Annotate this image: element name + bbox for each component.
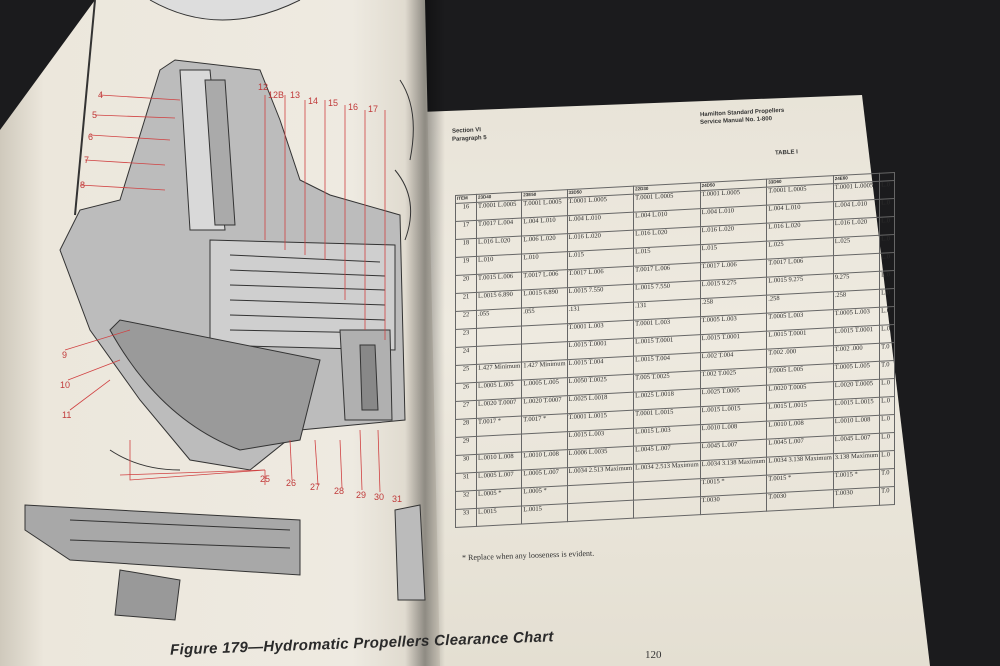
clearance-cell: L.0 <box>879 414 895 434</box>
callout-number: 17 <box>368 104 378 114</box>
item-number-cell: 18 <box>455 238 477 258</box>
callout-number: 13 <box>290 90 300 100</box>
clearance-cell: T.0030 <box>700 493 767 515</box>
item-number-cell: 31 <box>455 472 477 492</box>
item-number-cell: 26 <box>455 382 477 402</box>
item-number-cell: 19 <box>455 256 477 276</box>
clearance-cell: L.0 <box>879 306 895 326</box>
item-number-cell: 21 <box>455 292 477 312</box>
callout-number: 25 <box>260 474 270 484</box>
clearance-cell: T.0 <box>879 342 895 362</box>
item-number-cell: 29 <box>455 436 477 456</box>
item-number-cell: 27 <box>455 400 477 420</box>
item-number-cell: 25 <box>455 364 477 384</box>
callout-number: 5 <box>92 110 97 120</box>
callout-number: 12B <box>268 90 284 100</box>
table-title: TABLE I <box>774 149 799 157</box>
clearance-cell: L.0 <box>879 234 895 254</box>
red-leader-lines <box>64 94 386 493</box>
callout-number: 11 <box>62 410 71 420</box>
item-number-cell: 17 <box>455 220 477 240</box>
clearance-cell: L.0 <box>879 396 895 416</box>
clearance-cell: L.0 <box>879 198 895 218</box>
callout-number: 28 <box>334 486 344 496</box>
item-number-cell: 23 <box>455 328 477 348</box>
item-number-cell: 20 <box>455 274 477 294</box>
callout-number: 26 <box>286 478 296 488</box>
clearance-cell: T.0 <box>879 468 895 488</box>
clearance-cell: L.0 <box>879 216 895 236</box>
clearance-cell: L.0 <box>879 378 895 398</box>
item-number-cell: 33 <box>455 508 477 528</box>
callout-number: 29 <box>356 490 366 500</box>
callout-number: 9 <box>62 350 67 360</box>
callout-number: 31 <box>392 494 402 504</box>
callout-number: 15 <box>328 98 338 108</box>
clearance-cell <box>567 500 634 522</box>
clearance-cell: L.0015 <box>476 506 522 527</box>
callout-number: 27 <box>310 482 320 492</box>
clearance-cell: L.0 <box>879 432 895 452</box>
item-number-cell: 24 <box>455 346 477 366</box>
callout-number: 30 <box>374 492 384 502</box>
callout-number: 10 <box>60 380 70 390</box>
item-number-cell: 28 <box>455 418 477 438</box>
clearance-cell: T.0030 <box>766 489 834 512</box>
clearance-cell: L.0 <box>879 288 895 308</box>
callout-number: 14 <box>308 96 318 106</box>
clearance-cell: L.0 <box>879 324 895 344</box>
drawing-outline <box>24 0 426 621</box>
item-number-cell: 22 <box>455 310 477 330</box>
clearance-cell: L.0 <box>879 450 895 470</box>
callout-number: 7 <box>84 155 89 165</box>
clearance-cell: L.0015 <box>521 503 568 525</box>
item-number-cell: 30 <box>455 454 477 474</box>
clearance-cell: L.0 <box>879 270 895 290</box>
clearance-cell <box>633 496 701 519</box>
item-number-cell: 16 <box>455 202 477 222</box>
clearance-cell: L.0 <box>879 252 895 272</box>
page-number: 120 <box>645 649 662 661</box>
clearance-cell: T.0030 <box>833 487 880 508</box>
clearance-cell: T.0 <box>879 486 895 506</box>
callout-number: 12 <box>258 82 268 92</box>
callout-number: 4 <box>98 90 103 100</box>
callout-number: 8 <box>80 180 85 190</box>
clearance-cell: L.0 <box>879 180 895 200</box>
callout-number: 16 <box>348 102 358 112</box>
item-number-cell: 32 <box>455 490 477 510</box>
clearance-cell: T.0 <box>879 360 895 380</box>
callout-number: 6 <box>88 132 93 142</box>
